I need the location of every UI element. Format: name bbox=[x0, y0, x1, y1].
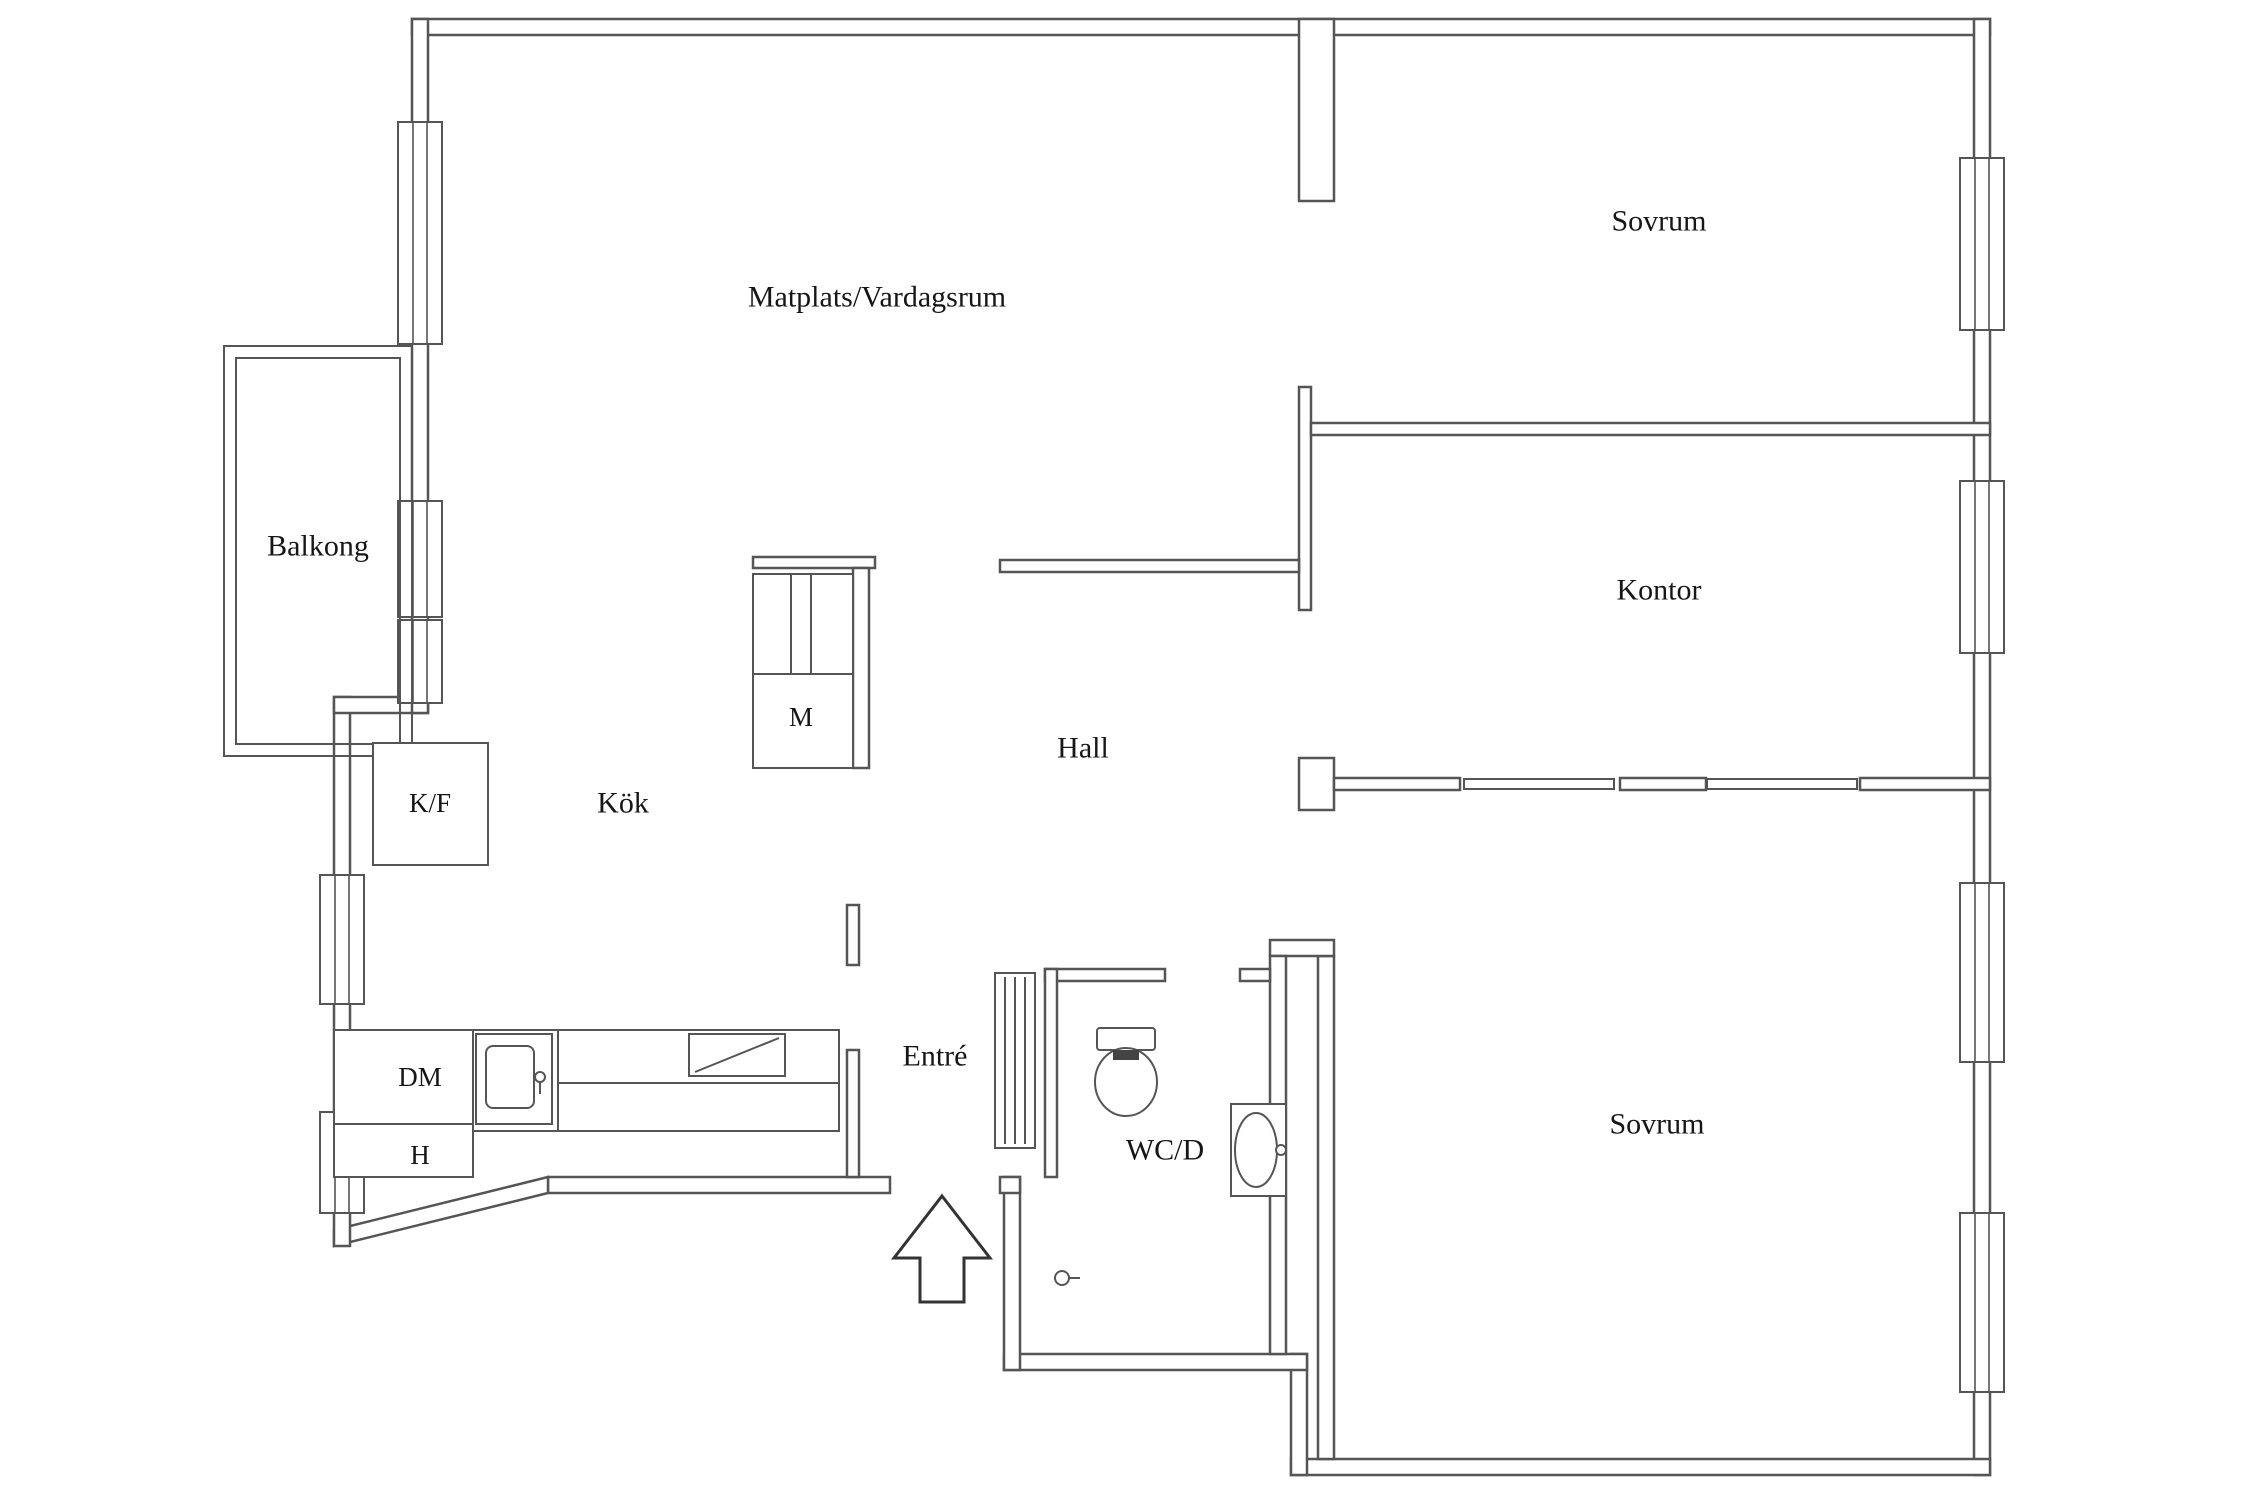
room-label-matplats: Matplats/Vardagsrum bbox=[748, 281, 1006, 314]
balcony-outline bbox=[223, 345, 413, 757]
wall bbox=[845, 903, 861, 967]
kitchen-sink-icon bbox=[475, 1033, 553, 1125]
radiator-icon bbox=[994, 972, 1036, 1149]
fixture-label-kf: K/F bbox=[409, 788, 451, 818]
wall bbox=[1002, 1352, 1309, 1372]
wardrobe bbox=[1706, 778, 1858, 790]
room-label-entre: Entré bbox=[903, 1040, 968, 1073]
wall bbox=[998, 1175, 1022, 1195]
closet-unit bbox=[752, 573, 854, 769]
room-label-wc: WC/D bbox=[1126, 1134, 1204, 1167]
wall bbox=[845, 1048, 861, 1179]
wardrobe bbox=[1463, 778, 1615, 790]
room-label-balkong: Balkong bbox=[267, 530, 369, 563]
wall bbox=[1297, 17, 1336, 203]
wall bbox=[546, 1175, 892, 1195]
wall bbox=[410, 17, 1992, 37]
window bbox=[319, 874, 365, 1005]
room-labels: Matplats/Vardagsrum Sovrum Kontor Hall K… bbox=[267, 205, 1706, 1171]
wall bbox=[1043, 967, 1167, 983]
window bbox=[397, 619, 443, 704]
window bbox=[1959, 480, 2005, 654]
wall bbox=[1332, 776, 1462, 792]
wall bbox=[1268, 938, 1336, 958]
wardrobes bbox=[1463, 778, 1858, 790]
dishwasher-box bbox=[333, 1029, 474, 1125]
wall bbox=[1043, 967, 1059, 1179]
sink-icon bbox=[1230, 1103, 1287, 1197]
wall bbox=[851, 566, 871, 770]
kitchen-fixtures bbox=[333, 742, 840, 1178]
room-label-kok: Kök bbox=[597, 787, 649, 820]
cabinet-box bbox=[333, 1123, 474, 1178]
room-label-hall: Hall bbox=[1057, 732, 1109, 765]
window bbox=[397, 121, 443, 345]
counter-flap bbox=[688, 1033, 786, 1077]
wall-diagonal bbox=[332, 1175, 550, 1248]
balcony-door bbox=[397, 500, 443, 618]
wall bbox=[998, 558, 1301, 574]
wall bbox=[1289, 1352, 1309, 1477]
fixture-label-h: H bbox=[410, 1140, 430, 1170]
wall bbox=[1002, 1175, 1022, 1372]
fridge-freezer-box bbox=[372, 742, 489, 866]
wall bbox=[1618, 776, 1708, 792]
wall bbox=[1858, 776, 1992, 792]
fixture-label-dm: DM bbox=[398, 1062, 442, 1092]
entry-arrow-icon bbox=[890, 1193, 994, 1304]
wall bbox=[1309, 421, 1992, 437]
fixture-label-m: M bbox=[789, 702, 813, 732]
floor-drain-icon bbox=[1054, 1270, 1080, 1286]
wall bbox=[1297, 385, 1313, 612]
room-label-sovrum-bottom: Sovrum bbox=[1609, 1108, 1704, 1141]
toilet-icon bbox=[1094, 1027, 1158, 1117]
windows bbox=[319, 121, 2005, 1393]
wall bbox=[1297, 756, 1336, 812]
room-label-sovrum-top: Sovrum bbox=[1611, 205, 1706, 238]
wall bbox=[1289, 1457, 1992, 1477]
room-label-kontor: Kontor bbox=[1617, 574, 1702, 607]
window bbox=[1959, 1212, 2005, 1393]
window bbox=[1959, 157, 2005, 331]
wall bbox=[1316, 954, 1336, 1461]
wall bbox=[751, 555, 877, 570]
wall bbox=[1238, 967, 1272, 983]
exterior-walls bbox=[332, 17, 1992, 1477]
window bbox=[1959, 882, 2005, 1063]
bathroom-fixtures bbox=[1054, 1027, 1287, 1286]
